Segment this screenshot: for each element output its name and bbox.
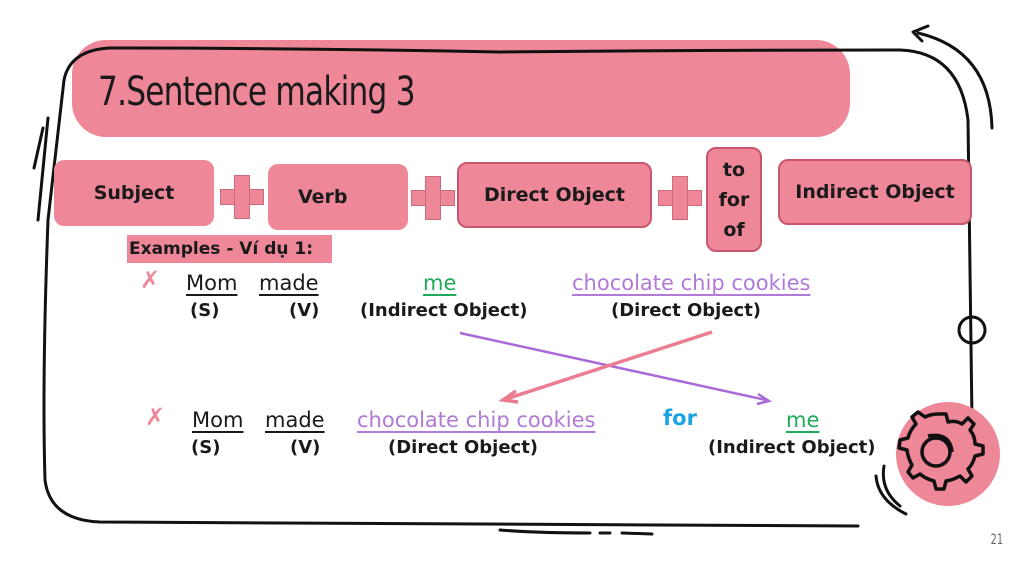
motion-lines: [874, 464, 908, 516]
formula-preposition-box: to for of: [706, 147, 762, 252]
page-number: 21: [990, 532, 1004, 548]
preposition-of: of: [723, 218, 745, 241]
frame-circle-icon: [957, 315, 987, 345]
ex2-role-s: (S): [191, 437, 221, 458]
ex1-role-indirect: (Indirect Object): [360, 300, 528, 321]
ex2-role-v: (V): [290, 437, 321, 458]
curved-arrow-icon: [916, 31, 994, 130]
arrow-direct-to-front: [505, 330, 713, 401]
ex1-subject: Mom: [186, 271, 238, 295]
preposition-to: to: [722, 158, 746, 181]
ex1-direct-object: chocolate chip cookies: [572, 271, 811, 295]
arrow-indirect-to-end: [459, 331, 767, 402]
left-sketch-strokes: [32, 116, 50, 222]
formula-subject-box: Subject: [54, 160, 214, 226]
formula-indirect-object-box: Indirect Object: [778, 159, 972, 225]
ex2-verb: made: [265, 408, 325, 432]
cross-mark-icon: ✗: [145, 403, 166, 431]
page-title: 7.Sentence making 3: [98, 69, 416, 115]
ex2-indirect-object: me: [786, 408, 820, 432]
ex1-role-s: (S): [190, 300, 220, 321]
ex2-preposition: for: [663, 406, 697, 430]
plus-icon: [411, 176, 455, 220]
examples-label: Examples - Ví dụ 1:: [127, 235, 332, 263]
preposition-for: for: [718, 188, 750, 211]
ex2-subject: Mom: [192, 408, 244, 432]
ex2-role-direct: (Direct Object): [388, 437, 539, 458]
ex2-direct-object: chocolate chip cookies: [357, 408, 596, 432]
formula-direct-object-box: Direct Object: [457, 162, 652, 228]
plus-icon: [658, 176, 702, 220]
gear-icon: [897, 410, 985, 491]
ex1-role-v: (V): [289, 300, 320, 321]
plus-icon: [220, 175, 264, 219]
ex1-role-direct: (Direct Object): [611, 300, 762, 321]
cross-mark-icon: ✗: [140, 266, 161, 294]
bottom-dashes: [498, 528, 654, 536]
gear-bg-circle: [896, 402, 1000, 506]
formula-verb-box: Verb: [268, 164, 408, 230]
ex1-indirect-object: me: [423, 271, 457, 295]
ex2-role-indirect: (Indirect Object): [708, 437, 876, 458]
ex1-verb: made: [259, 271, 319, 295]
